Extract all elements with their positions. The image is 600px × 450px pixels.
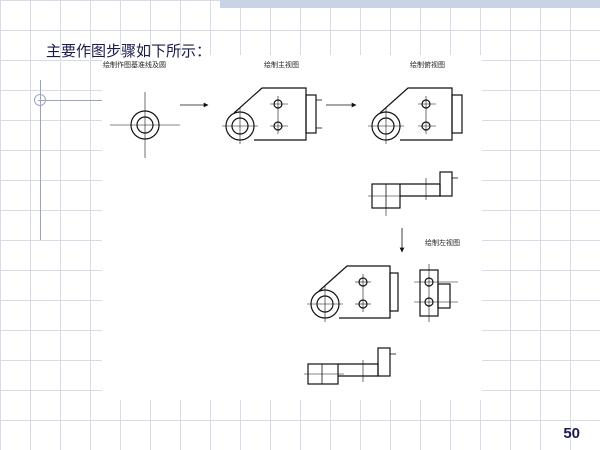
caption-step1: 绘制作图基准线及圆: [103, 60, 166, 69]
step2-main-view: [222, 87, 322, 144]
decor-guide-vertical: [40, 80, 41, 240]
top-decor-band: [220, 0, 600, 8]
step1-reference-circle: [110, 92, 180, 158]
decor-guide-horizontal: [38, 100, 108, 101]
page-title: 主要作图步骤如下所示：: [46, 42, 212, 60]
step4-main-view: [307, 265, 399, 322]
page-number: 50: [563, 425, 580, 442]
step4-top-view: [304, 347, 396, 385]
decor-guide-circle: [34, 94, 46, 106]
caption-step3: 绘制俯视图: [410, 60, 445, 69]
step3-main-view: [368, 87, 463, 144]
caption-step4: 绘制左视图: [425, 238, 460, 247]
step3-top-view: [368, 171, 458, 216]
step4-left-view: [414, 264, 458, 322]
caption-step2: 绘制主视图: [264, 60, 299, 69]
drawing-area: [102, 55, 482, 400]
